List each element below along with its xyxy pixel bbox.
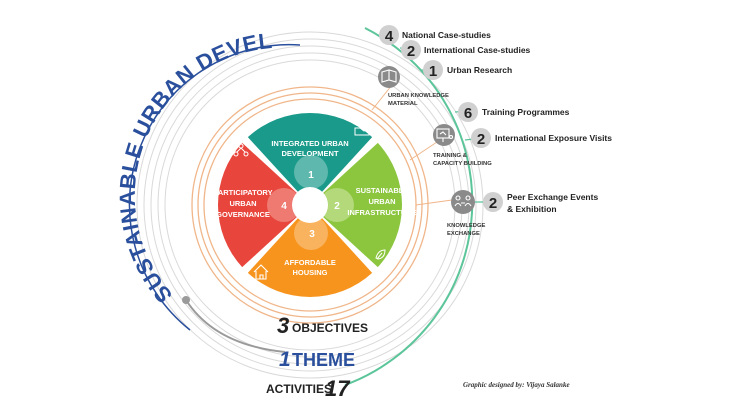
objective-4-number: 4 (281, 201, 287, 212)
objective-4-line-2: URBAN (229, 199, 256, 208)
objective-label-1: INTEGRATED URBAN DEVELOPMENT (271, 139, 348, 158)
people-exchange-icon-badge (451, 190, 475, 214)
theme-ring (128, 43, 301, 331)
category-1-line-2: MATERIAL (388, 101, 418, 107)
objectives-label: OBJECTIVES (292, 321, 368, 335)
objective-quadrant-2 (310, 142, 402, 268)
objective-4-line-3: GOVERNANCE (216, 210, 270, 219)
objective-number-disc-3 (294, 216, 328, 250)
activity-label: International Case-studies (424, 45, 531, 55)
activity-count: 4 (385, 28, 394, 45)
theme-tail-dot (182, 296, 190, 304)
activity-item: 2 International Exposure Visits (471, 128, 612, 148)
svg-text:PARTICIPATORY: PARTICIPATORY (213, 188, 272, 197)
category-1-line-1: URBAN KNOWLEDGE (388, 93, 449, 99)
city-map-icon (354, 127, 370, 136)
presentation-board-icon (436, 128, 454, 142)
objective-2-line-1: SUSTAINABLE (356, 186, 409, 195)
activity-label: Urban Research (447, 65, 512, 75)
activities-label: ACTIVITIES (266, 382, 332, 396)
activity-label: Peer Exchange Events (507, 192, 598, 202)
people-network-icon (233, 143, 249, 157)
activity-count: 1 (429, 63, 437, 80)
objective-3-number: 3 (309, 229, 315, 240)
objective-4-line-1: PARTICIPATORY (213, 188, 272, 197)
objectives-wheel (218, 113, 402, 297)
activity-badge (483, 192, 503, 212)
svg-text:HOUSING: HOUSING (292, 268, 327, 277)
activities-counter: ACTIVITIES 17 (266, 376, 351, 401)
theme-label: THEME (292, 350, 355, 370)
objective-number-disc-4 (267, 188, 301, 222)
activity-label: National Case-studies (402, 30, 491, 40)
category-urban-knowledge: URBAN KNOWLEDGE MATERIAL (378, 66, 449, 107)
svg-text:SUSTAINABLE: SUSTAINABLE (356, 186, 409, 195)
svg-text:GOVERNANCE: GOVERNANCE (216, 210, 270, 219)
objective-1-line-2: DEVELOPMENT (281, 149, 339, 158)
presentation-board-icon-badge (433, 124, 455, 146)
svg-text:INTEGRATED URBAN: INTEGRATED URBAN (271, 139, 348, 148)
designer-credit: Graphic designed by: Vijaya Salanke (463, 381, 570, 389)
objectives-counter: 3 OBJECTIVES (277, 313, 368, 338)
activity-item: 2 Peer Exchange Events & Exhibition (483, 192, 598, 214)
activity-badge (423, 60, 443, 80)
objective-label-4: PARTICIPATORY URBAN GOVERNANCE (213, 188, 272, 219)
activity-item: 6 Training Programmes (458, 102, 570, 122)
category-knowledge-exchange: KNOWLEDGE EXCHANGE (447, 190, 485, 237)
activity-item: 1 Urban Research (423, 60, 512, 80)
activities-count: 17 (325, 376, 351, 401)
svg-text:AFFORDABLE: AFFORDABLE (284, 258, 336, 267)
activity-count: 2 (407, 43, 415, 60)
svg-text:URBAN: URBAN (368, 197, 395, 206)
activity-badge (401, 40, 421, 60)
activities-arc (344, 27, 474, 386)
theme-tail (185, 299, 286, 353)
activity-item: 2 International Case-studies (401, 40, 531, 60)
activity-badge (471, 128, 491, 148)
objective-2-line-3: INFRASTRUCTURE (347, 208, 416, 217)
activity-count: 2 (477, 131, 485, 148)
objective-3-line-2: HOUSING (292, 268, 327, 277)
category-2-line-2: CAPACITY BUILDING (433, 161, 492, 167)
objective-quadrant-3 (247, 205, 373, 297)
objective-2-line-2: URBAN (368, 197, 395, 206)
objective-quadrant-4 (218, 142, 310, 268)
activity-label: & Exhibition (507, 204, 557, 214)
svg-text:DEVELOPMENT: DEVELOPMENT (281, 149, 339, 158)
svg-text:URBAN: URBAN (229, 199, 256, 208)
theme-count: 1 (279, 348, 291, 371)
category-3-line-2: EXCHANGE (447, 231, 480, 237)
objective-number-disc-1 (294, 155, 328, 189)
category-training: TRAINING & CAPACITY BUILDING (433, 124, 492, 167)
theme-title: SUSTAINABLE URBAN DEVELOPMENT (0, 0, 274, 308)
objectives-count: 3 (277, 313, 289, 338)
objective-rings (191, 86, 429, 324)
activity-count: 2 (489, 195, 497, 212)
objective-label-2: SUSTAINABLE URBAN INFRASTRUCTURE (347, 186, 416, 217)
category-3-line-1: KNOWLEDGE (447, 223, 485, 229)
house-icon (253, 264, 269, 280)
objective-label-3: AFFORDABLE HOUSING (284, 258, 336, 277)
leaf-icon (375, 249, 386, 260)
people-exchange-icon (454, 195, 472, 207)
wheel-center (292, 187, 328, 223)
objective-1-number: 1 (308, 170, 314, 181)
activity-badge (379, 25, 399, 45)
objective-1-line-1: INTEGRATED URBAN (271, 139, 348, 148)
objective-number-disc-2 (320, 188, 354, 222)
activity-label: International Exposure Visits (495, 133, 612, 143)
objective-2-number: 2 (334, 201, 340, 212)
activity-label: Training Programmes (482, 107, 570, 117)
theme-counter: 1 THEME (279, 348, 355, 371)
activity-count: 6 (464, 105, 472, 122)
category-2-line-1: TRAINING & (433, 153, 467, 159)
book-icon (381, 69, 397, 83)
objective-3-line-1: AFFORDABLE (284, 258, 336, 267)
activity-badge (458, 102, 478, 122)
svg-text:INFRASTRUCTURE: INFRASTRUCTURE (347, 208, 416, 217)
activity-item: 4 National Case-studies (379, 25, 491, 45)
category-leaders (371, 84, 453, 206)
